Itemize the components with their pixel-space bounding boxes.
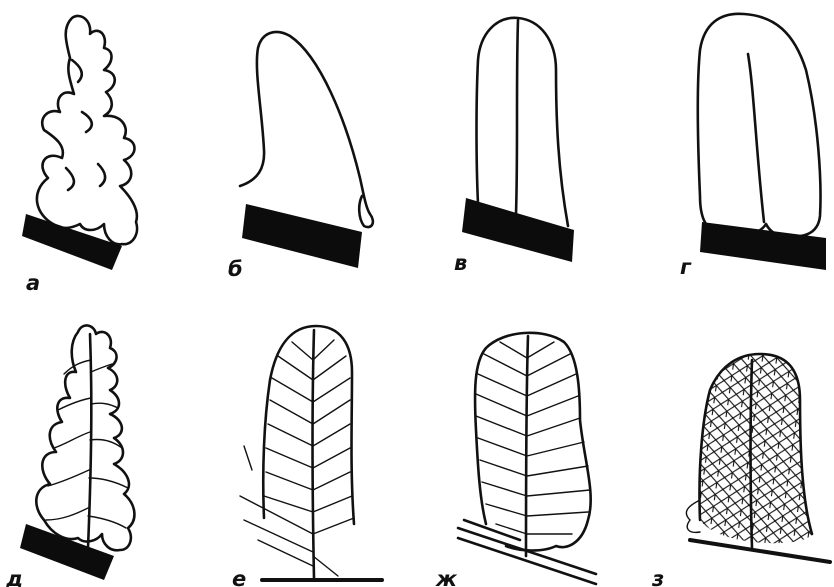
panel-label-b: б: [228, 257, 243, 281]
panel-v: в: [454, 18, 574, 275]
lobe-notch: [72, 60, 82, 82]
panel-label-g: г: [680, 255, 692, 279]
dome-outline: [477, 18, 569, 226]
lobe-outline: [698, 14, 821, 237]
panel-z: з: [651, 340, 830, 587]
base-block: [462, 198, 574, 262]
panel-label-z: з: [651, 567, 664, 587]
base-block: [20, 524, 114, 580]
base-block: [22, 214, 122, 270]
panel-d: д: [5, 325, 134, 587]
lateral-veins: [240, 340, 354, 576]
dome-outline: [240, 32, 373, 227]
panel-label-d: д: [5, 567, 23, 587]
lobe-notch: [82, 112, 92, 132]
panel-b: б: [228, 32, 373, 281]
base-block: [242, 204, 362, 268]
lateral-veins: [476, 342, 590, 534]
panel-label-zh: ж: [435, 567, 458, 587]
central-vein: [516, 20, 518, 214]
lobe-notch: [98, 164, 105, 186]
midrib: [313, 330, 315, 578]
midrib: [751, 360, 753, 548]
lobed-leaf-outline: [36, 325, 134, 550]
panel-a: а: [22, 16, 137, 295]
panel-e: е: [232, 326, 382, 587]
panel-label-a: а: [26, 271, 40, 295]
lobe-notch: [66, 168, 74, 190]
rounded-leaf-outline: [475, 333, 591, 551]
panel-zh: ж: [435, 333, 596, 587]
midrib: [526, 336, 528, 556]
inner-vein: [748, 54, 764, 222]
base-line: [690, 540, 830, 562]
panel-g: г: [680, 14, 826, 279]
left-fringe: [686, 500, 700, 532]
panel-label-v: в: [454, 251, 467, 275]
panel-label-e: е: [232, 567, 246, 587]
